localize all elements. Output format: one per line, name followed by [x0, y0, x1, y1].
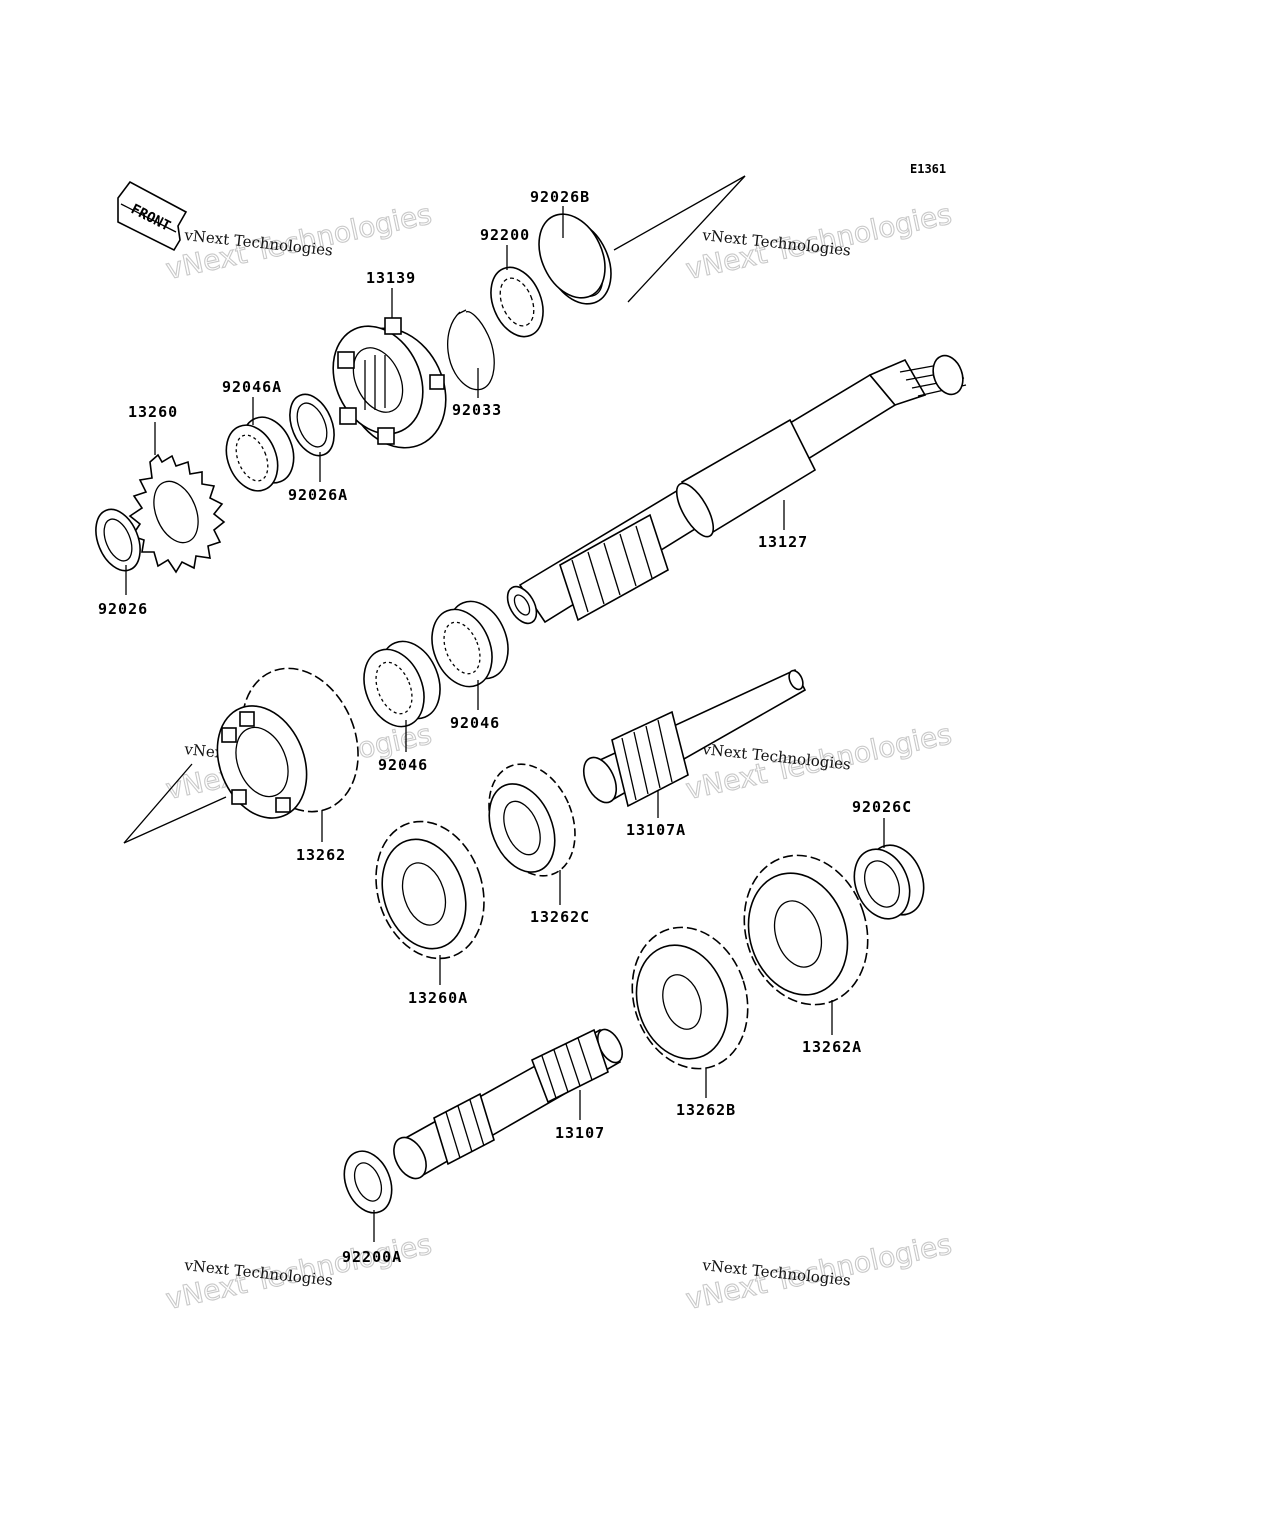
axis-guide-lines — [123, 175, 746, 844]
part-13262C-gear — [488, 763, 576, 877]
front-arrow-icon: FRONT — [117, 180, 188, 252]
part-13107-shaft — [393, 1028, 624, 1180]
part-92046A-bearing — [225, 416, 295, 492]
label-92033: 92033 — [452, 401, 502, 419]
part-92026C-collar — [853, 844, 925, 920]
part-92026-washer — [95, 508, 141, 572]
label-92046-lower: 92046 — [378, 756, 428, 774]
label-13260A: 13260A — [408, 989, 468, 1007]
label-92200: 92200 — [480, 226, 530, 244]
label-92026A: 92026A — [288, 486, 348, 504]
label-92046-upper: 92046 — [450, 714, 500, 732]
label-13107A: 13107A — [626, 821, 686, 839]
part-13260-gear — [128, 453, 226, 574]
part-13260A-gear — [375, 820, 485, 960]
part-13262A-gear — [743, 854, 869, 1006]
part-92026B-collar — [538, 213, 612, 305]
part-92046-lower-bearing — [363, 640, 441, 728]
reference-code: E1361 — [910, 162, 946, 176]
part-92026A-washer — [289, 393, 335, 457]
label-92026C: 92026C — [852, 798, 912, 816]
part-92046-upper-bearing — [431, 600, 509, 688]
part-92200A-washer — [343, 1150, 393, 1214]
label-13262C: 13262C — [530, 908, 590, 926]
label-13262A: 13262A — [802, 1038, 862, 1056]
label-13262B: 13262B — [676, 1101, 736, 1119]
label-13262: 13262 — [296, 846, 346, 864]
part-92200-washer — [490, 266, 544, 338]
label-13260: 13260 — [128, 403, 178, 421]
label-13127: 13127 — [758, 533, 808, 551]
part-13262B-gear — [631, 926, 749, 1070]
part-92033-circlip — [447, 309, 495, 391]
label-92026: 92026 — [98, 600, 148, 618]
part-13107A-shaft — [582, 668, 807, 808]
label-92026B: 92026B — [530, 188, 590, 206]
label-13139: 13139 — [366, 269, 416, 287]
label-92200A: 92200A — [342, 1248, 402, 1266]
part-13139-shift-dog — [332, 317, 447, 449]
label-92046A: 92046A — [222, 378, 282, 396]
label-13107: 13107 — [555, 1124, 605, 1142]
part-13127-shaft — [506, 354, 967, 625]
part-13262-gear — [216, 667, 359, 819]
